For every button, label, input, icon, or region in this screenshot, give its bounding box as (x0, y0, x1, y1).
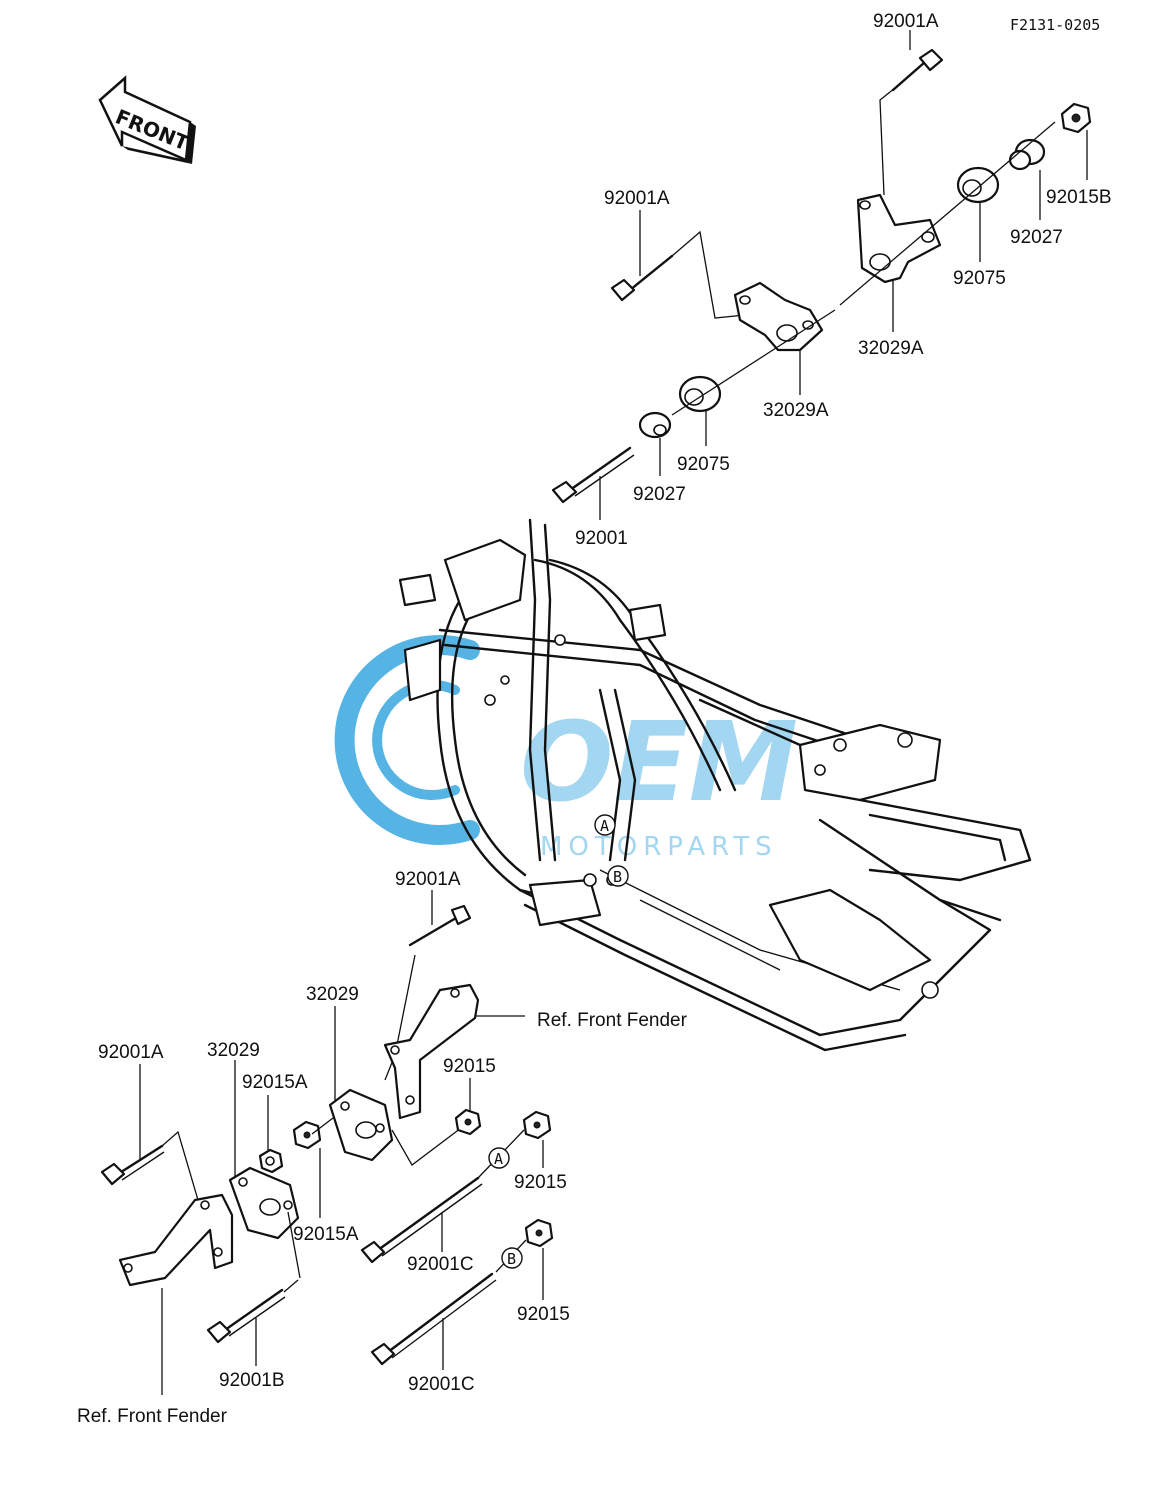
figure-code: F2131-0205 (1010, 16, 1100, 34)
label-92015-lower: 92015 (517, 1304, 570, 1325)
nut-92015A-lower (292, 1120, 322, 1150)
bracket-32029-left (118, 1166, 300, 1287)
label-92001A-top: 92001A (873, 11, 939, 32)
marker-A-label: A (600, 817, 609, 835)
bolt-92001A-left (100, 1144, 165, 1186)
label-92001A-lower: 92001A (395, 869, 461, 890)
label-92001: 92001 (575, 528, 628, 549)
nut-92015-lower (524, 1218, 554, 1248)
marker-B-frame: B (607, 865, 629, 887)
nut-92015B (1060, 102, 1092, 134)
label-92015-mid: 92015 (443, 1056, 496, 1077)
label-92001C-lower: 92001C (408, 1374, 475, 1395)
watermark-sub: MOTORPARTS (540, 832, 778, 862)
grommet-92075-right (956, 166, 1000, 204)
ref-front-fender-left: Ref. Front Fender (77, 1406, 228, 1427)
bolt-92001C-lower (370, 1272, 497, 1366)
bracket-32029A-right (856, 193, 942, 284)
label-92027-left: 92027 (633, 484, 686, 505)
marker-A-lower: A (488, 1147, 510, 1169)
bolt-92001A-lower (408, 904, 472, 947)
label-32029A-right: 32029A (858, 338, 924, 359)
watermark-logo: OEM (520, 698, 798, 826)
front-arrow-icon: FRONT (98, 75, 196, 164)
label-32029-left: 32029 (207, 1040, 260, 1061)
label-92001A-left: 92001A (98, 1042, 164, 1063)
bolt-92001C-upper (360, 1176, 483, 1264)
label-92015A-upper: 92015A (242, 1072, 308, 1093)
label-32029A-left: 32029A (763, 400, 829, 421)
nut-92015A-upper (258, 1148, 284, 1174)
ref-front-fender-right: Ref. Front Fender (537, 1010, 688, 1031)
bolt-92001 (551, 446, 635, 504)
bracket-32029-mid (328, 983, 480, 1162)
label-92001C-upper: 92001C (407, 1254, 474, 1275)
label-92075-left: 92075 (677, 454, 730, 475)
label-92075-right: 92075 (953, 268, 1006, 289)
marker-A-frame: A (594, 814, 616, 836)
bolt-92001A-mid (610, 254, 674, 302)
nut-92015-mid (454, 1108, 482, 1136)
marker-B-label: B (613, 868, 622, 886)
label-92027-right: 92027 (1010, 227, 1063, 248)
label-92001A-mid: 92001A (604, 188, 670, 209)
collar-92027-right (1008, 138, 1046, 171)
nut-92015-right (522, 1110, 552, 1140)
collar-92027-left (638, 411, 672, 439)
marker-B-lower-label: B (507, 1250, 516, 1268)
marker-B-lower: B (501, 1247, 523, 1269)
label-92015B: 92015B (1046, 187, 1112, 208)
label-92015-right: 92015 (514, 1172, 567, 1193)
label-92001B: 92001B (219, 1370, 285, 1391)
bracket-32029A-left (733, 281, 824, 352)
marker-A-lower-label: A (494, 1150, 503, 1168)
label-32029-mid: 32029 (306, 984, 359, 1005)
label-92015A-lower: 92015A (293, 1224, 359, 1245)
bolt-92001B (206, 1288, 286, 1344)
grommet-92075-left (678, 375, 722, 413)
atv-frame (398, 518, 1032, 1052)
